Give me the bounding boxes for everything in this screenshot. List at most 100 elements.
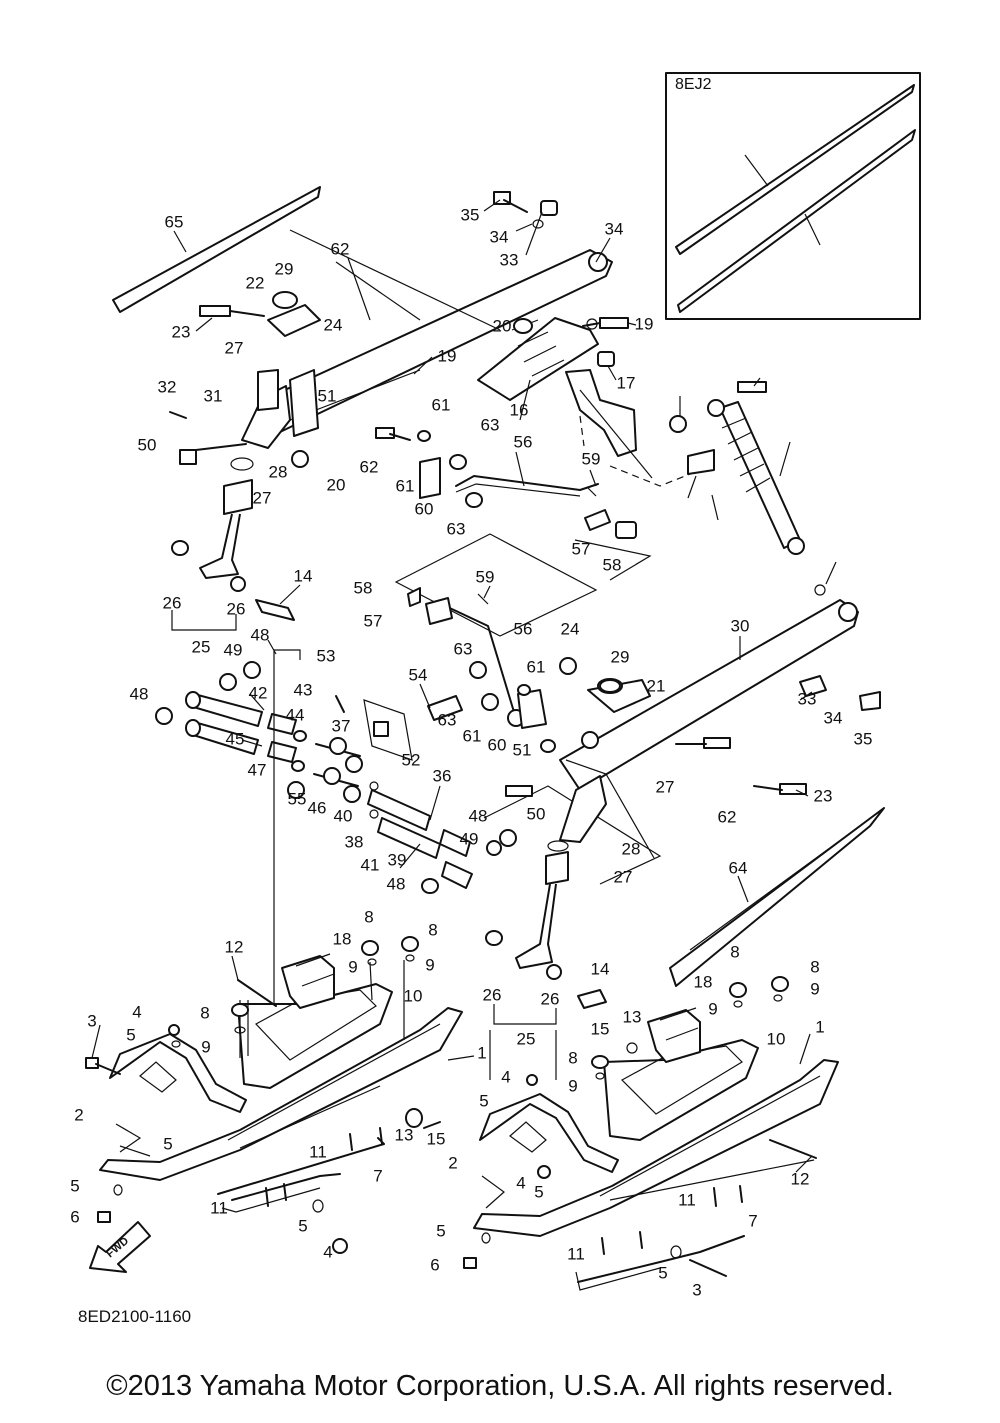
part-callout-50: 50 <box>138 435 157 454</box>
part-callout-11: 11 <box>567 1244 585 1263</box>
part-callout-34: 34 <box>824 708 843 727</box>
part-callout-49: 49 <box>224 640 243 659</box>
part-callout-42: 42 <box>249 683 268 702</box>
part-callout-26: 26 <box>483 985 502 1004</box>
part-callout-39: 39 <box>388 850 407 869</box>
part-callout-57: 57 <box>364 611 383 630</box>
part-callout-3: 3 <box>692 1280 701 1299</box>
part-callout-27: 27 <box>225 338 244 357</box>
part-callout-15: 15 <box>591 1019 610 1038</box>
mount-bracket-top <box>565 369 701 487</box>
part-callout-48: 48 <box>130 684 149 703</box>
part-callout-26: 26 <box>541 989 560 1008</box>
part-callout-19: 19 <box>438 346 457 365</box>
part-callout-9: 9 <box>568 1076 577 1095</box>
part-callout-11: 11 <box>678 1190 696 1209</box>
part-callout-4: 4 <box>501 1067 510 1086</box>
part-callout-64: 64 <box>729 858 748 877</box>
part-callout-40: 40 <box>334 806 353 825</box>
part-callout-16: 16 <box>510 400 529 419</box>
part-callout-56: 56 <box>514 619 533 638</box>
part-callout-20: 20 <box>493 316 512 335</box>
part-callout-12: 12 <box>791 1169 810 1188</box>
part-callout-61: 61 <box>396 476 415 495</box>
part-callout-48: 48 <box>469 806 488 825</box>
part-callout-63: 63 <box>438 710 457 729</box>
part-callout-8: 8 <box>364 907 373 926</box>
part-callout-8: 8 <box>428 920 437 939</box>
stabilizer-bar-top <box>375 427 637 539</box>
part-callout-46: 46 <box>308 798 327 817</box>
part-callout-14: 14 <box>294 566 313 585</box>
part-callout-51: 51 <box>318 386 337 405</box>
part-callout-58: 58 <box>603 555 622 574</box>
part-callout-50: 50 <box>527 804 546 823</box>
part-callout-60: 60 <box>488 735 507 754</box>
part-callout-24: 24 <box>561 619 580 638</box>
part-callout-17: 17 <box>617 373 636 392</box>
inset-decal-64 <box>677 129 916 313</box>
part-callout-32: 32 <box>158 377 177 396</box>
part-callout-61: 61 <box>527 657 546 676</box>
shock-absorber-left <box>477 317 629 401</box>
part-callout-6: 6 <box>70 1207 79 1226</box>
part-callout-13: 13 <box>623 1007 642 1026</box>
part-callout-58: 58 <box>354 578 373 597</box>
part-callout-36: 36 <box>433 766 452 785</box>
inset-model-code: 8EJ2 <box>675 76 712 93</box>
part-callout-52: 52 <box>402 750 421 769</box>
part-callout-59: 59 <box>476 567 495 586</box>
part-callout-27: 27 <box>656 777 675 796</box>
part-callout-38: 38 <box>345 832 364 851</box>
part-callout-4: 4 <box>323 1242 332 1261</box>
part-callout-41: 41 <box>361 855 380 874</box>
part-callout-63: 63 <box>454 639 473 658</box>
part-callout-62: 62 <box>360 457 379 476</box>
shock-absorber-right <box>669 381 805 555</box>
part-callout-63: 63 <box>447 519 466 538</box>
part-callout-27: 27 <box>614 867 633 886</box>
part-callout-2: 2 <box>74 1105 83 1124</box>
part-callout-20: 20 <box>327 475 346 494</box>
part-callout-22: 22 <box>246 273 265 292</box>
part-callout-33: 33 <box>500 250 519 269</box>
part-callout-65: 65 <box>165 212 184 231</box>
part-callout-48: 48 <box>251 625 270 644</box>
rod-assembly <box>155 599 517 1010</box>
part-callout-25: 25 <box>517 1029 536 1048</box>
part-callout-24: 24 <box>324 315 343 334</box>
part-callout-57: 57 <box>572 539 591 558</box>
part-callout-9: 9 <box>425 955 434 974</box>
part-callout-8: 8 <box>568 1048 577 1067</box>
part-callout-25: 25 <box>192 637 211 656</box>
part-callout-5: 5 <box>534 1182 543 1201</box>
leader-lines <box>91 199 837 1173</box>
part-callout-43: 43 <box>294 680 313 699</box>
lower-arm-30 <box>483 584 881 885</box>
part-callout-35: 35 <box>461 205 480 224</box>
part-callout-6: 6 <box>430 1255 439 1274</box>
part-callout-5: 5 <box>70 1176 79 1195</box>
part-callout-15: 15 <box>427 1129 446 1148</box>
group-bracket-57-58 <box>394 533 598 637</box>
inset-panel <box>665 72 921 320</box>
part-callout-5: 5 <box>126 1025 135 1044</box>
part-callout-49: 49 <box>460 829 479 848</box>
part-callout-5: 5 <box>658 1263 667 1282</box>
part-callout-1: 1 <box>815 1017 824 1036</box>
inset-side-strip-65 <box>675 84 915 255</box>
part-callout-9: 9 <box>708 999 717 1018</box>
part-callout-61: 61 <box>463 726 482 745</box>
part-callout-23: 23 <box>814 786 833 805</box>
part-callout-18: 18 <box>694 972 713 991</box>
part-callout-9: 9 <box>201 1037 210 1056</box>
decal-64 <box>669 807 885 987</box>
part-callout-8: 8 <box>730 942 739 961</box>
copyright-notice: ©2013 Yamaha Motor Corporation, U.S.A. A… <box>106 1370 894 1402</box>
part-callout-35: 35 <box>854 729 873 748</box>
part-callout-34: 34 <box>490 227 509 246</box>
part-callout-54: 54 <box>409 665 428 684</box>
part-callout-5: 5 <box>163 1134 172 1153</box>
spindle-left <box>169 291 321 631</box>
